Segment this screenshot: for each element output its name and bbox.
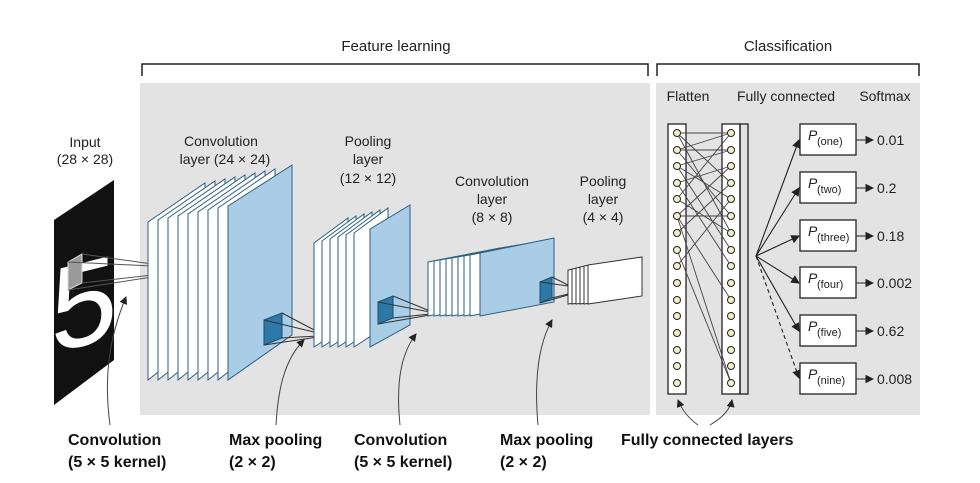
maxpool-annotation-2: Max pooling <box>500 432 593 449</box>
conv1-size-label: layer (24 × 24) <box>180 151 271 167</box>
pool1-label-line2: layer <box>353 151 384 167</box>
pool1-feature-maps <box>313 204 411 348</box>
maxpool-annotation-2-size: (2 × 2) <box>500 454 547 471</box>
conv1-pooling-kernel <box>263 312 319 346</box>
softmax-box <box>799 123 857 156</box>
conv2-label-line2: layer <box>477 191 508 207</box>
pool1-label: Pooling <box>345 133 392 149</box>
feature-learning-bracket <box>141 63 649 76</box>
fc-to-softmax-arrows <box>755 138 801 380</box>
softmax-output-2: P (three) 0.18 <box>799 219 904 252</box>
conv1-label: Convolution <box>184 133 258 149</box>
conv2-label: Convolution <box>455 173 529 189</box>
input-to-conv1-projection <box>67 253 153 291</box>
conv-annotation-1: Convolution <box>68 432 161 449</box>
input-label: Input <box>69 134 100 150</box>
softmax-value: 0.2 <box>877 180 897 196</box>
softmax-p: P <box>808 270 818 286</box>
softmax-p: P <box>808 127 818 143</box>
fc-connections <box>676 132 732 384</box>
input-image <box>54 180 114 405</box>
softmax-class: (three) <box>817 232 849 244</box>
pool2-feature-maps <box>567 256 643 305</box>
pool1-conv-kernel <box>377 295 431 325</box>
pool2-size-label: (4 × 4) <box>583 209 624 225</box>
input-digit: 5 <box>51 228 118 379</box>
softmax-class: (four) <box>817 279 843 291</box>
conv-annotation-2: Convolution <box>354 432 447 449</box>
feature-learning-title: Feature learning <box>341 38 450 55</box>
softmax-p: P <box>808 223 818 239</box>
input-size-label: (28 × 28) <box>57 151 113 167</box>
flatten-column <box>667 123 687 395</box>
conv-annotation-1-kernel: (5 × 5 kernel) <box>68 454 166 471</box>
softmax-value: 0.008 <box>877 371 912 387</box>
softmax-class: (two) <box>817 184 841 196</box>
softmax-p: P <box>808 366 818 382</box>
pool1-size-label: (12 × 12) <box>340 170 396 186</box>
maxpool-annotation-1-size: (2 × 2) <box>229 454 276 471</box>
pool2-label-line2: layer <box>588 191 619 207</box>
softmax-p: P <box>808 318 818 334</box>
softmax-box <box>799 266 857 299</box>
conv-annotation-2-kernel: (5 × 5 kernel) <box>354 454 452 471</box>
conv2-size-label: (8 × 8) <box>472 209 513 225</box>
flatten-header: Flatten <box>667 88 710 104</box>
pool2-label: Pooling <box>580 173 627 189</box>
flatten-neurons <box>673 129 681 387</box>
fully-connected-neurons <box>727 129 735 387</box>
fc-layers-annotation: Fully connected layers <box>621 432 794 449</box>
softmax-header: Softmax <box>859 88 910 104</box>
conv1-feature-maps <box>147 164 293 382</box>
softmax-box <box>799 314 857 347</box>
conv2-pooling-kernel <box>539 276 569 304</box>
softmax-box <box>799 219 857 252</box>
softmax-class: (nine) <box>817 375 845 387</box>
classification-bracket <box>656 63 920 76</box>
softmax-output-5: P (nine) 0.008 <box>799 362 912 395</box>
softmax-output-1: P (two) 0.2 <box>799 171 897 204</box>
softmax-box <box>799 171 857 204</box>
softmax-output-4: P (five) 0.62 <box>799 314 904 347</box>
fully-connected-bracket <box>739 123 749 395</box>
softmax-class: (five) <box>817 327 841 339</box>
maxpool-annotation-1: Max pooling <box>229 432 322 449</box>
softmax-output-3: P (four) 0.002 <box>799 266 912 299</box>
softmax-value: 0.62 <box>877 323 904 339</box>
softmax-value: 0.01 <box>877 132 904 148</box>
fully-connected-header: Fully connected <box>737 88 835 104</box>
softmax-class: (one) <box>817 136 843 148</box>
softmax-p: P <box>808 175 818 191</box>
softmax-value: 0.002 <box>877 275 912 291</box>
softmax-value: 0.18 <box>877 228 904 244</box>
softmax-output-0: P (one) 0.01 <box>799 123 904 156</box>
conv2-feature-maps <box>427 237 555 317</box>
annotation-pointers <box>106 296 735 426</box>
classification-title: Classification <box>744 38 832 55</box>
classification-panel <box>656 83 920 415</box>
